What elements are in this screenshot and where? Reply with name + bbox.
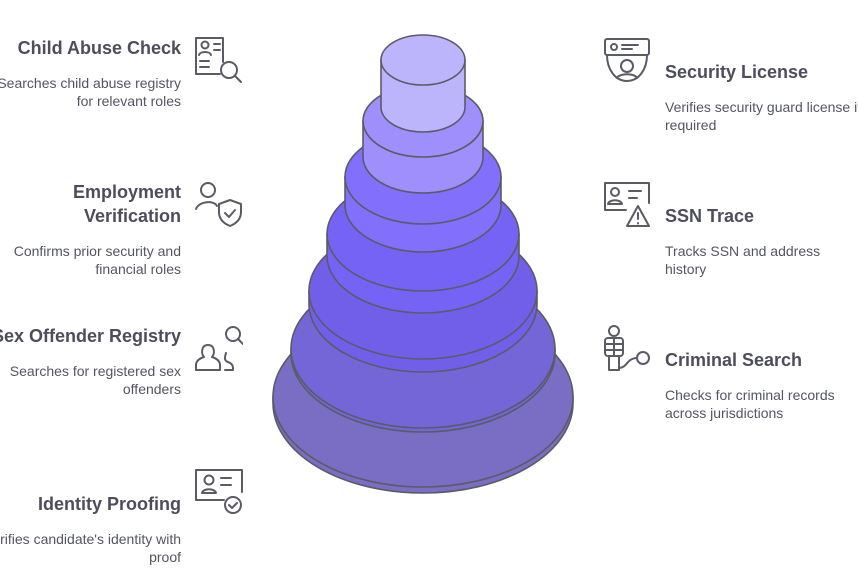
item-desc: Checks for criminal records across juris… <box>665 387 835 421</box>
id-warning-icon <box>602 180 652 230</box>
user-shield-icon <box>193 178 243 228</box>
item-desc: Confirms prior security and financial ro… <box>13 243 181 277</box>
item-ssn-trace: SSN Trace Tracks SSN and address history <box>665 204 858 278</box>
item-title: Identity Proofing <box>38 494 181 514</box>
item-title: Criminal Search <box>665 350 803 370</box>
item-criminal-search: Criminal Search Checks for criminal reco… <box>665 348 858 422</box>
item-desc: Verifies candidate's identity with proof <box>0 531 181 565</box>
item-identity-proofing: Identity Proofing Verifies candidate's i… <box>0 492 181 566</box>
item-title: Child Abuse Check <box>17 38 181 58</box>
users-search-icon <box>193 322 244 372</box>
item-title: Security License <box>665 62 809 82</box>
item-sex-offender-registry: Sex Offender Registry Searches for regis… <box>0 324 181 398</box>
item-title: Sex Offender Registry <box>0 326 181 346</box>
item-desc: Searches child abuse registry for releva… <box>0 75 181 109</box>
item-child-abuse-check: Child Abuse Check Searches child abuse r… <box>0 36 181 110</box>
profile-search-icon <box>193 34 243 84</box>
item-desc: Tracks SSN and address history <box>665 243 821 277</box>
tier-7 <box>380 34 466 133</box>
item-employment-verification: Employment Verification Confirms prior s… <box>0 180 181 278</box>
item-security-license: Security License Verifies security guard… <box>665 60 858 134</box>
item-desc: Verifies security guard license if requi… <box>665 99 858 133</box>
item-title: SSN Trace <box>665 206 755 226</box>
item-title: Employment Verification <box>72 182 181 226</box>
prisoner-icon <box>602 324 652 374</box>
security-badge-icon <box>602 36 652 86</box>
id-check-icon <box>193 466 243 516</box>
tier-top <box>380 34 466 86</box>
item-desc: Searches for registered sex offenders <box>9 363 181 397</box>
